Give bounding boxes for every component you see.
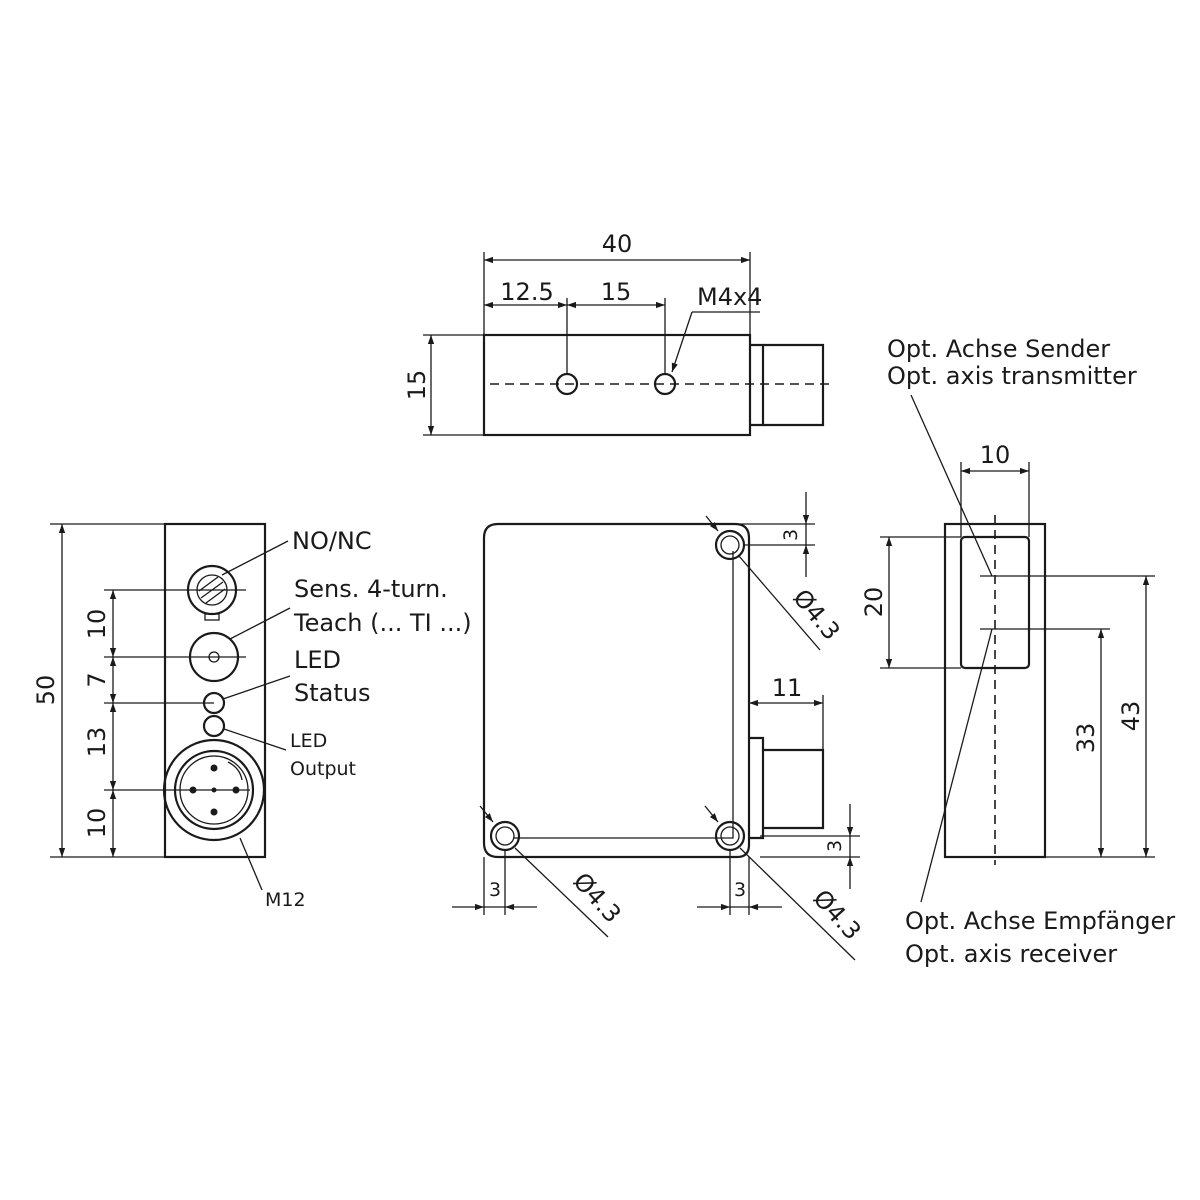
dim-13: 13 [83,727,111,758]
pin-3 [210,808,218,816]
dim-12-5: 12.5 [500,278,553,306]
dim-height-15: 15 [403,370,431,401]
dia-top: Ø4.3 [787,584,845,646]
hole-bottom-right [714,820,746,852]
dim-43: 43 [1117,701,1145,732]
top-view-housing [482,333,752,437]
top-view: 40 12.5 15 M4x4 15 [403,230,830,437]
label-rx-de: Opt. Achse Empfänger [905,907,1175,935]
dim-3-bottom-right: 3 [734,879,746,901]
left-view: 50 10 7 13 10 NO/NC Sens. 4-turn. Teach … [32,522,472,911]
label-tx-en: Opt. axis transmitter [887,362,1137,390]
dim-11: 11 [772,674,803,702]
label-led-output-line1: LED [290,730,327,752]
label-sens-line1: Sens. 4-turn. [294,575,448,603]
dia-bottom-right: Ø4.3 [808,884,867,945]
hole-top-right [714,529,746,561]
label-led-status-line2: Status [294,679,370,707]
dim-15: 15 [601,278,632,306]
label-led-status-line1: LED [294,646,341,674]
dim-50: 50 [32,675,60,706]
label-tx-de: Opt. Achse Sender [887,335,1110,363]
dim-10-width: 10 [980,441,1011,469]
dim-3-top: 3 [780,529,802,541]
dim-7: 7 [83,672,111,687]
top-view-collar [750,343,765,427]
side-view: 10 20 33 43 Opt. Achse Sender Opt. axis … [860,335,1175,968]
front-view-inner-edge [513,551,734,839]
top-view-connector [763,343,825,427]
label-led-output-line2: Output [290,758,356,780]
front-view: 3 Ø4.3 11 3 3 Ø4.3 3 [452,492,867,961]
dim-10-lower: 10 [83,808,111,839]
dim-40: 40 [602,230,633,258]
pin-1 [210,764,218,772]
label-nonc: NO/NC [292,527,372,555]
hole-bottom-left [489,820,521,852]
label-sens-line2: Teach (... TI ...) [293,609,472,637]
nonc-switch-tab [204,613,220,621]
left-view-housing [163,522,267,859]
label-rx-en: Opt. axis receiver [905,940,1117,968]
led-output [202,714,226,738]
thread-label: M4x4 [697,283,762,311]
label-m12: M12 [265,889,306,911]
dim-33: 33 [1072,723,1100,754]
dim-10-upper: 10 [83,609,111,640]
dim-3-right: 3 [824,840,846,852]
dim-20: 20 [860,587,888,618]
optic-window [959,535,1031,670]
dia-bottom-left: Ø4.3 [568,867,627,928]
front-view-housing [482,522,751,859]
front-view-connector [763,748,825,830]
dim-3-bottom-left: 3 [489,879,501,901]
